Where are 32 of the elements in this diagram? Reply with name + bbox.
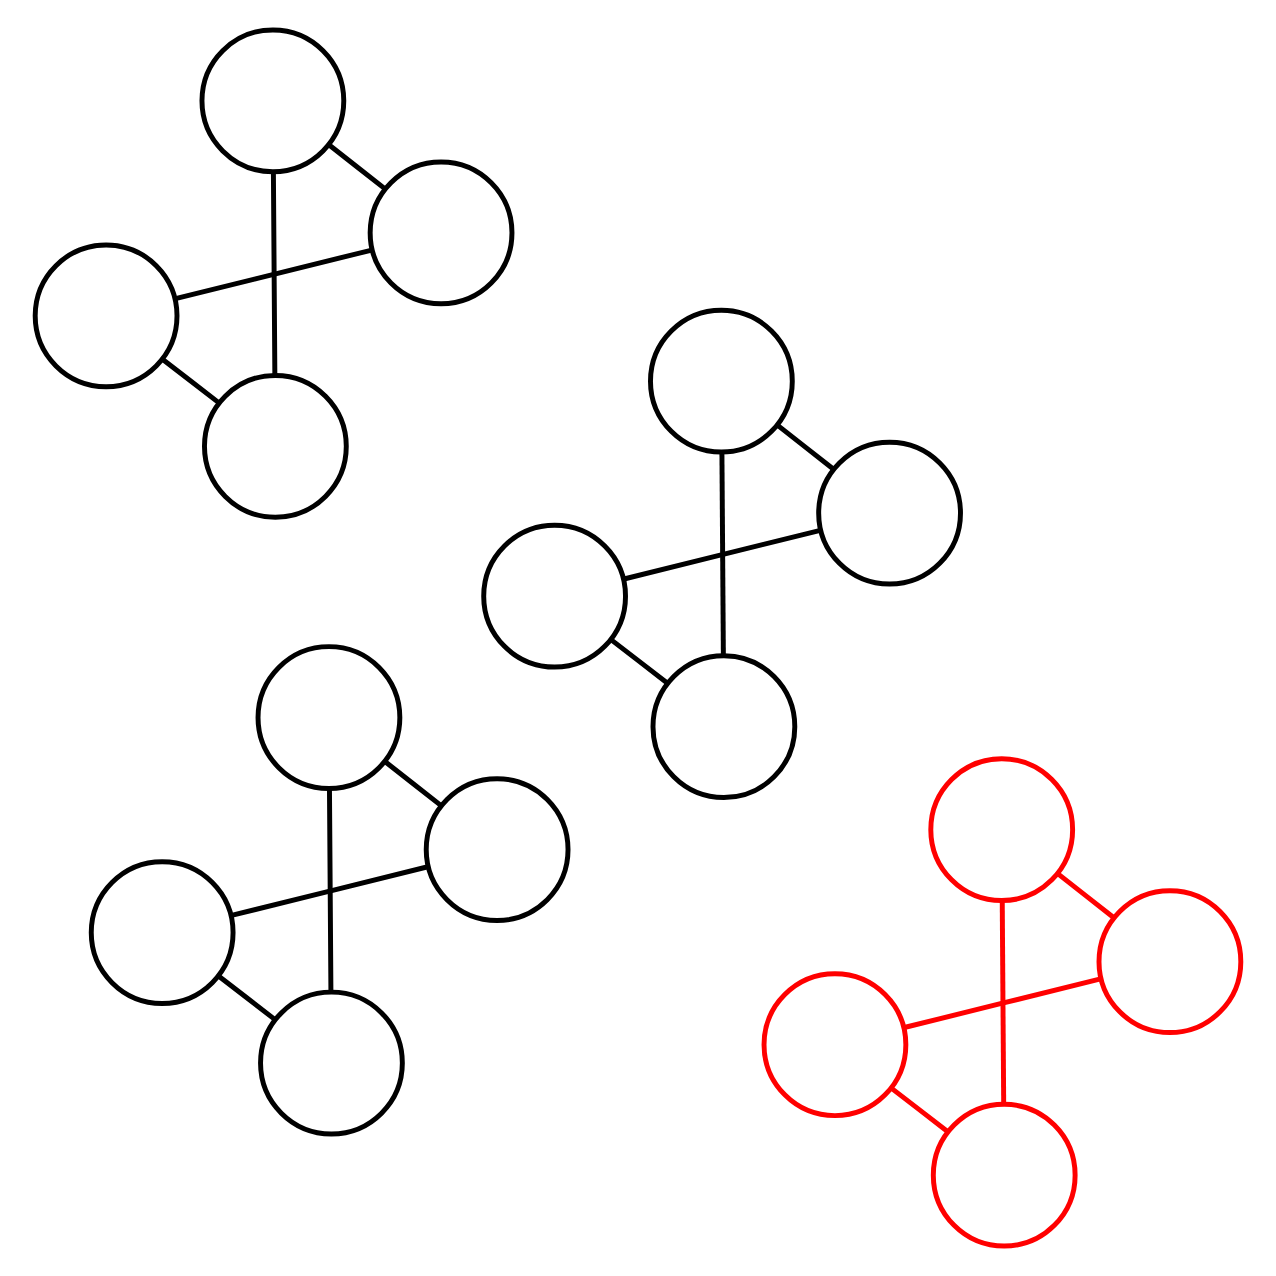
node-circle: [88, 859, 236, 1006]
node-circle: [202, 372, 349, 520]
connector: [889, 1086, 950, 1134]
node-circle: [650, 653, 798, 801]
connector: [270, 172, 278, 375]
connector: [231, 864, 429, 918]
node-circle: [367, 159, 515, 307]
node-circle: [761, 971, 909, 1119]
connector: [623, 527, 821, 582]
node-circle: [32, 242, 180, 390]
connector: [327, 789, 334, 992]
connector: [174, 247, 373, 302]
connector: [903, 976, 1102, 1030]
node-circle: [928, 756, 1076, 904]
connector: [160, 357, 221, 405]
node-circle: [423, 776, 571, 923]
connector: [999, 901, 1007, 1104]
node-circle: [199, 27, 347, 175]
connector: [719, 452, 726, 656]
connector: [1056, 871, 1116, 920]
node-circle: [648, 307, 795, 455]
connector: [609, 637, 669, 685]
node-circle: [1096, 888, 1244, 1036]
connector: [383, 759, 443, 808]
connector: [327, 143, 387, 191]
node-circle: [255, 644, 403, 791]
node-circle: [481, 522, 628, 670]
node-circle: [930, 1101, 1078, 1249]
node-circle: [816, 439, 963, 587]
connector: [776, 423, 836, 472]
node-circle: [258, 989, 405, 1137]
connector: [217, 974, 277, 1022]
